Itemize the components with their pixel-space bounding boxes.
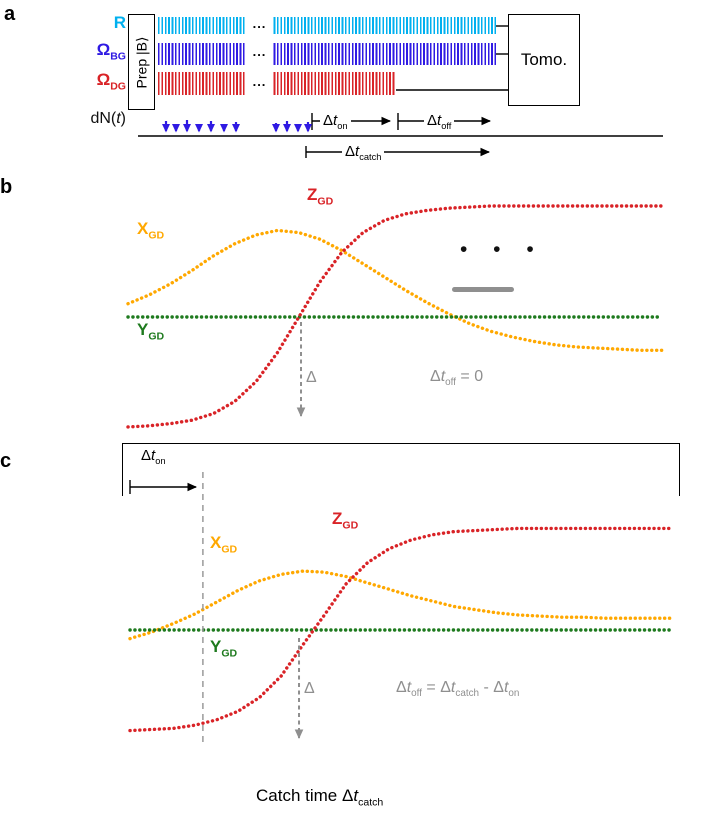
prep-box: Prep |B⟩ [128,14,155,110]
tomo-box: Tomo. [508,14,580,106]
text-var: t [440,368,446,385]
text-part: Δ [430,368,441,385]
condition-label-c: Δtoff = Δtcatch - Δton [396,679,519,699]
tomo-box-label: Tomo. [520,50,568,69]
curve-Z_GD [126,204,664,429]
curve-label-z-b: ZGD [307,185,333,207]
pulse-train-omega-bg [158,43,496,65]
panel-label-b: b [0,176,13,198]
dt-on-label: Δton [320,112,351,132]
panel-c-header-box [122,443,680,496]
text-sub: catch [358,796,384,809]
text-sub: on [337,121,348,131]
text-part: Δ [341,786,354,805]
signal-label-omega-dg: ΩDG [54,70,126,92]
curve-label-z-c: ZGD [332,509,358,531]
text-sub: GD [221,647,238,660]
ellipsis-rabi: ... [252,16,267,31]
text-part: Δ [396,679,407,696]
text-sub: DG [110,80,126,93]
text-part: R [113,13,126,32]
curve-X_GD [128,569,672,641]
text-part: Δ [440,679,451,696]
text-part: Δ [493,679,504,696]
pulse-train-omega-dg [158,72,396,95]
text-var: t [450,679,456,696]
text-part: Ω [96,70,111,89]
signal-label-rabi: R [54,13,126,33]
ellipsis-omega-bg: ... [252,44,267,59]
text-var: t [353,786,359,805]
scale-bar [452,287,514,292]
text-sub: on [155,456,166,466]
signal-label-dn: dN(t) [54,110,126,128]
text-sub: off [411,688,422,700]
text-part: Δ [427,112,438,129]
text-var: t [503,679,509,696]
dt-catch-label: Δtcatch [342,143,385,163]
curve-Z_GD [128,526,672,733]
text-part: Ω [96,40,111,59]
panel-label-c: c [0,450,12,472]
x-axis-label: Catch time Δtcatch [256,786,383,808]
text-part: Δ [323,112,334,129]
text-part: = [421,679,441,696]
text-part: Z [332,509,343,528]
text-var: t [437,112,442,129]
curve-X_GD [126,228,664,352]
text-part: - [479,679,494,696]
text-sub: GD [148,229,165,242]
prep-box-label: Prep |B⟩ [133,36,149,88]
text-part: Catch time [256,786,342,805]
condition-label-b: Δtoff = 0 [430,368,483,388]
text-var: t [406,679,412,696]
curve-label-x-b: XGD [137,219,164,241]
text-part: = 0 [455,368,484,385]
curve-label-x-c: XGD [210,533,237,555]
delta-label-b: Δ [306,369,317,386]
text-sub: catch [455,688,480,700]
text-part: Δ [345,143,356,160]
continuation-dots: • • • [460,238,544,261]
curve-label-y-b: YGD [137,320,164,342]
text-sub: catch [359,152,382,162]
text-var: t [116,110,121,127]
text-sub: off [445,377,456,389]
text-sub: GD [221,543,238,556]
text-part: Y [210,637,222,656]
text-part: dN( [90,110,117,127]
ellipsis-omega-dg: ... [252,74,267,89]
dt-off-label: Δtoff [424,112,455,132]
delta-label-c: Δ [304,680,315,697]
text-part: X [137,219,149,238]
signal-label-omega-bg: ΩBG [54,40,126,62]
text-sub: off [441,121,452,131]
text-part: ) [120,110,126,127]
text-var: t [151,447,156,464]
text-var: t [355,143,360,160]
time-break-band: ... ... ... [246,15,273,102]
text-part: X [210,533,222,552]
text-sub: GD [342,519,359,532]
text-var: t [333,112,338,129]
text-sub: GD [148,330,165,343]
text-sub: BG [110,50,126,63]
panel-label-a: a [4,3,16,25]
text-sub: on [508,688,520,700]
text-part: Z [307,185,318,204]
curve-label-y-c: YGD [210,637,237,659]
text-part: Y [137,320,149,339]
text-part: Δ [141,447,152,464]
text-sub: GD [317,195,334,208]
pulse-train-rabi [158,17,496,34]
dt-on-label-c: Δton [138,447,169,467]
